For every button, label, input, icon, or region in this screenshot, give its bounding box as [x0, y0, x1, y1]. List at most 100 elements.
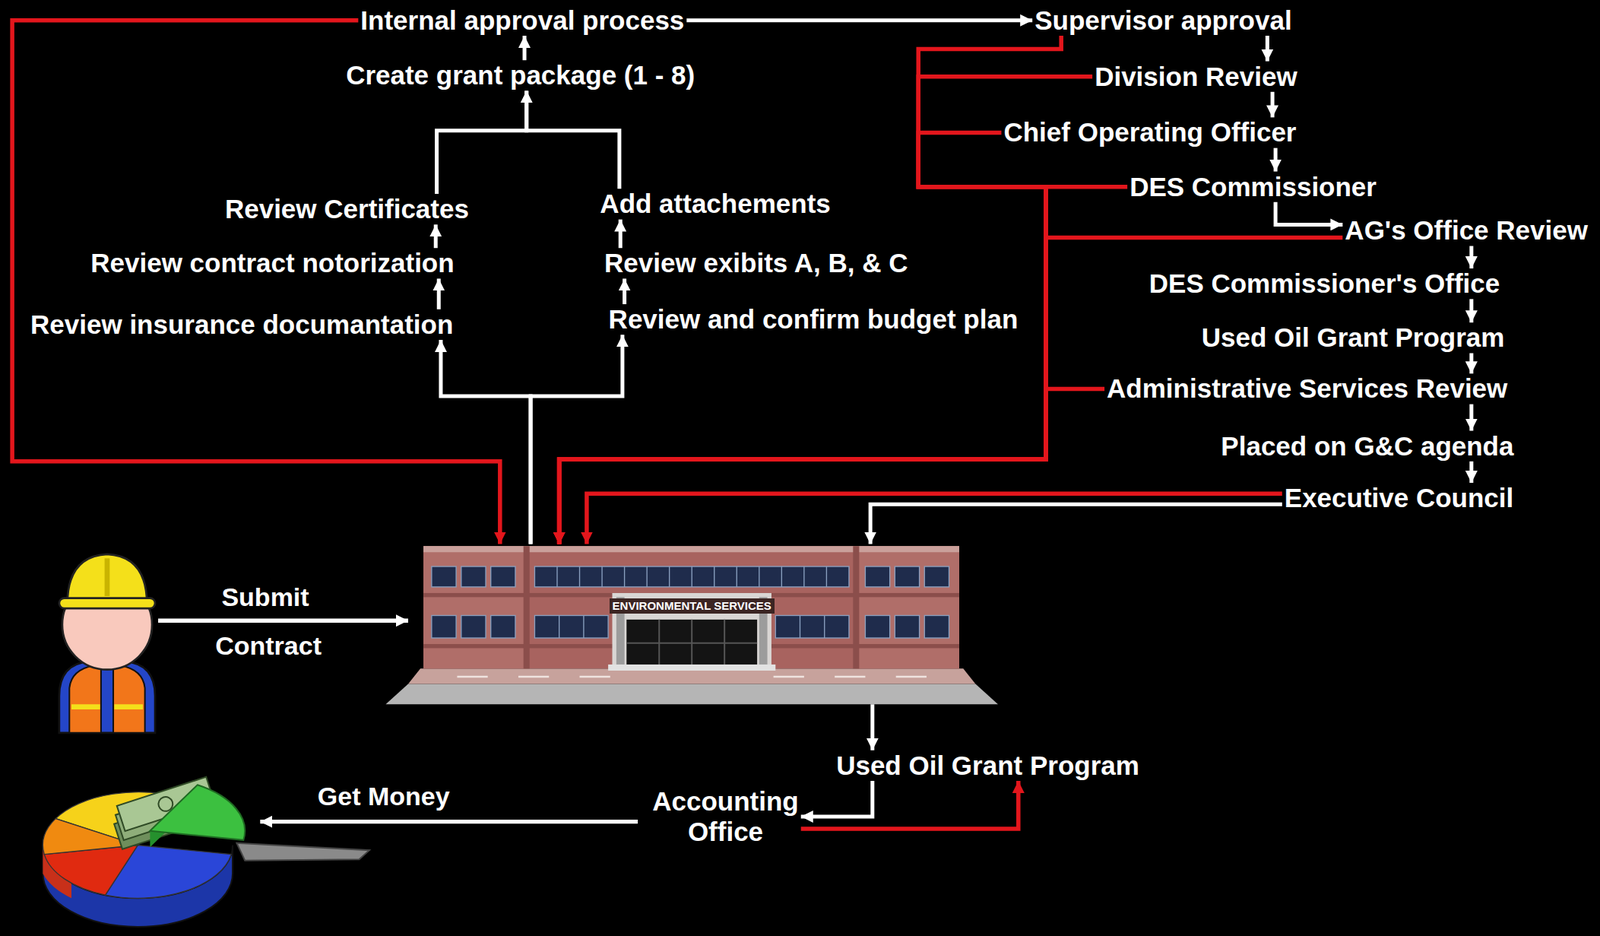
hat-brim	[59, 598, 156, 609]
hat-ridge	[104, 557, 111, 596]
node-text: Review and confirm budget plan	[608, 304, 1019, 335]
sidewalk	[408, 668, 976, 684]
step-label: Supervisor approval	[1032, 5, 1294, 36]
vest-stripe	[114, 703, 143, 710]
node-text: Review insurance documantation	[30, 309, 454, 340]
node-text: Used Oil Grant Program	[836, 750, 1140, 781]
step-label: Review and confirm budget plan	[606, 304, 1021, 335]
step-label: Create grant package (1 - 8)	[343, 60, 698, 91]
step-label: Review Certificates	[222, 193, 472, 225]
node-text: Create grant package (1 - 8)	[345, 60, 695, 91]
submit-arrow	[158, 618, 409, 623]
flow-connector	[434, 224, 438, 248]
plaza	[385, 683, 998, 704]
node-text: Division Review	[1094, 61, 1297, 92]
vest-right	[113, 665, 146, 733]
flow-connector	[1270, 91, 1275, 118]
flow-connector	[622, 278, 627, 305]
node-text: Add attachements	[599, 188, 831, 219]
flow-connector	[1469, 246, 1474, 270]
building-illustration	[385, 545, 998, 704]
left-wing	[423, 545, 526, 669]
pilaster	[852, 545, 859, 669]
node-text: Review Certificates	[224, 193, 469, 225]
pie-side	[42, 845, 233, 927]
sidewalk-stripes	[456, 675, 927, 679]
return-connector	[586, 493, 1283, 544]
flow-connector	[870, 503, 1283, 544]
entrance-step	[608, 664, 776, 671]
node-text: Review contract notorization	[90, 247, 454, 279]
pilaster	[523, 545, 530, 669]
return-connector	[559, 186, 1128, 545]
step-label: DES Commissioner's Office	[1146, 268, 1503, 299]
step-label: DES Commissioner	[1127, 171, 1379, 203]
flow-connector	[437, 278, 441, 309]
step-label: Review exibits A, B, & C	[601, 247, 910, 279]
trowel-blade	[236, 842, 370, 861]
flow-label: Get Money	[317, 781, 450, 812]
step-label: Executive Council	[1282, 482, 1516, 514]
right-wing	[857, 545, 960, 669]
step-label: Accounting Office	[649, 785, 801, 848]
pie-slice-green	[149, 784, 245, 840]
flow-connector	[686, 18, 1033, 23]
step-label: Chief Operating Officer	[1001, 117, 1299, 148]
step-label: Add attachements	[597, 188, 833, 219]
flow-connector	[522, 35, 527, 61]
flow-label: Contract	[215, 630, 322, 661]
entrance-door	[626, 619, 758, 669]
flow-connector	[1469, 404, 1474, 431]
node-text: Review exibits A, B, & C	[604, 247, 908, 279]
flow-connector	[1275, 202, 1343, 225]
step-label: AG's Office Review	[1342, 215, 1591, 246]
roof-edge	[423, 545, 960, 552]
vest-stripe	[71, 703, 101, 710]
flow-connector	[1469, 298, 1474, 323]
node-text: AG's Office Review	[1344, 215, 1588, 246]
flow-connector	[530, 334, 623, 544]
node-text: Used Oil Grant Program	[1201, 322, 1505, 353]
hard-hat	[67, 554, 148, 605]
return-connector	[559, 35, 1062, 545]
flow-connector	[1273, 148, 1278, 172]
return-connector	[801, 780, 1019, 829]
step-label: Review insurance documantation	[28, 309, 456, 340]
step-label: Division Review	[1092, 61, 1300, 92]
step-label: Review contract notorization	[88, 247, 457, 279]
flow-connector	[437, 90, 527, 194]
step-label: Used Oil Grant Program	[833, 750, 1142, 781]
step-label: Administrative Services Review	[1104, 373, 1510, 404]
worker-body	[59, 661, 156, 733]
step-label: Used Oil Grant Program	[1199, 322, 1508, 353]
return-connector	[559, 388, 1105, 544]
return-connector	[12, 20, 501, 545]
flow-connector	[526, 90, 620, 189]
node-text: DES Commissioner's Office	[1149, 268, 1501, 299]
building-node: ENVIRONMENTAL SERVICES	[385, 544, 998, 705]
node-text: DES Commissioner	[1129, 171, 1377, 203]
flow-connector	[801, 780, 873, 817]
vest-left	[69, 665, 102, 733]
flow-connector	[1469, 461, 1474, 483]
node-text: ENVIRONMENTAL SERVICES	[609, 598, 775, 614]
node-text: Administrative Services Review	[1106, 373, 1508, 404]
flow-connector	[870, 703, 875, 750]
payment-arrow	[259, 819, 638, 824]
flow-connector	[440, 339, 531, 545]
node-text: Executive Council	[1284, 482, 1514, 514]
step-label: Placed on G&C agenda	[1218, 430, 1516, 462]
node-text: Internal approval process	[360, 5, 685, 36]
node-text: Accounting Office	[652, 785, 799, 848]
building-wall	[423, 545, 960, 669]
flow-connector	[618, 219, 623, 249]
node-text: Supervisor approval	[1034, 5, 1292, 36]
return-connector	[559, 133, 1046, 545]
door-grid	[626, 619, 758, 669]
node-text: Placed on G&C agenda	[1220, 430, 1514, 462]
worker-figure	[59, 554, 156, 733]
flow-connector	[1469, 352, 1474, 374]
node-text: Chief Operating Officer	[1003, 117, 1296, 148]
